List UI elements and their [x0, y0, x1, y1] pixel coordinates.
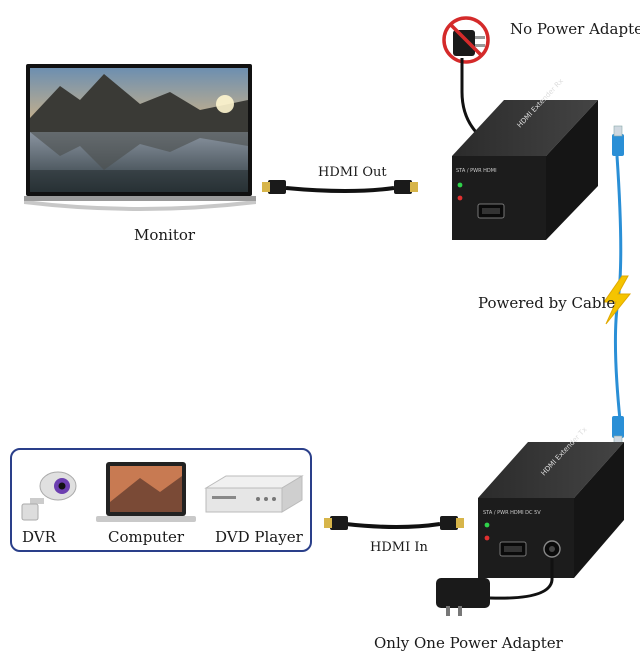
- port-label: STA / PWR HDMI DC 5V: [483, 510, 541, 516]
- monitor-tv: [24, 64, 256, 211]
- source-label-dvr: DVR: [22, 528, 56, 546]
- power-adapter-icon: [436, 558, 554, 616]
- hdmi-out-cable: [262, 180, 418, 194]
- hdmi-in-label: HDMI In: [370, 540, 428, 555]
- powered-by-cable-label: Powered by Cable: [478, 294, 616, 312]
- port-label: STA / PWR HDMI: [456, 168, 497, 174]
- only-one-power-adapter-label: Only One Power Adapter: [374, 634, 563, 652]
- hdmi-extender-bottom: STA / PWR HDMI DC 5V HDMI Extender Tx: [478, 426, 624, 578]
- lightning-bolt-icon: [603, 275, 632, 325]
- hdmi-out-label: HDMI Out: [318, 165, 387, 180]
- hdmi-extender-top: STA / PWR HDMI HDMI Extender Rx: [452, 77, 598, 240]
- source-label-computer: Computer: [108, 528, 185, 546]
- monitor-label: Monitor: [134, 226, 196, 244]
- hdmi-in-cable: [324, 516, 464, 530]
- no-power-adapter-label: No Power Adapter: [510, 20, 640, 38]
- source-label-dvd-player: DVD Player: [215, 528, 303, 546]
- prohibited-adapter-icon: [442, 16, 490, 133]
